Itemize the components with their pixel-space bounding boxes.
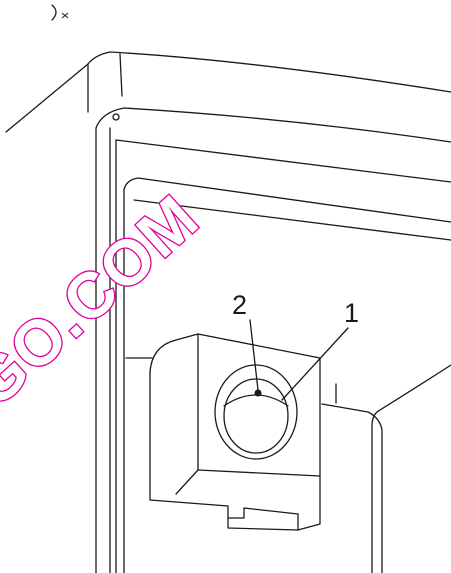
- right-side-wall: [371, 364, 451, 573]
- inner-panel-top-edge: [123, 177, 451, 223]
- watermark-text: GO.COM: [0, 180, 212, 420]
- cabinet-top-fold: [119, 53, 123, 97]
- callout-1-leader: [281, 327, 349, 401]
- callout-2-dot: [254, 389, 262, 397]
- callout-label-1: 1: [344, 298, 359, 328]
- sensor-housing-right-lower: [297, 475, 321, 531]
- stray-mark: [51, 4, 57, 21]
- door-frame-top-line: [115, 139, 451, 183]
- sensor-lens-highlight: [223, 394, 289, 407]
- sensor-housing-bottom-notch: [149, 499, 299, 519]
- callout-label-2: 2: [232, 290, 247, 320]
- sensor-lens-outer-ring: [214, 364, 298, 460]
- cabinet-top-outer-edge: [5, 51, 451, 133]
- sensor-housing-notch-lower: [227, 517, 299, 531]
- cabinet-front-top-edge: [95, 107, 451, 143]
- callout-2-leader: [249, 319, 259, 391]
- sensor-housing-bottom-edge: [175, 469, 199, 495]
- sensor-lens-inner-ring: [223, 378, 289, 454]
- sensor-housing-front-bottom: [197, 469, 321, 477]
- stray-mark-cross: [61, 12, 69, 19]
- inner-panel-top-inner: [133, 199, 451, 241]
- hinge-screw-icon: [112, 113, 120, 121]
- rear-ledge: [321, 403, 383, 573]
- sensor-housing-top: [149, 333, 321, 477]
